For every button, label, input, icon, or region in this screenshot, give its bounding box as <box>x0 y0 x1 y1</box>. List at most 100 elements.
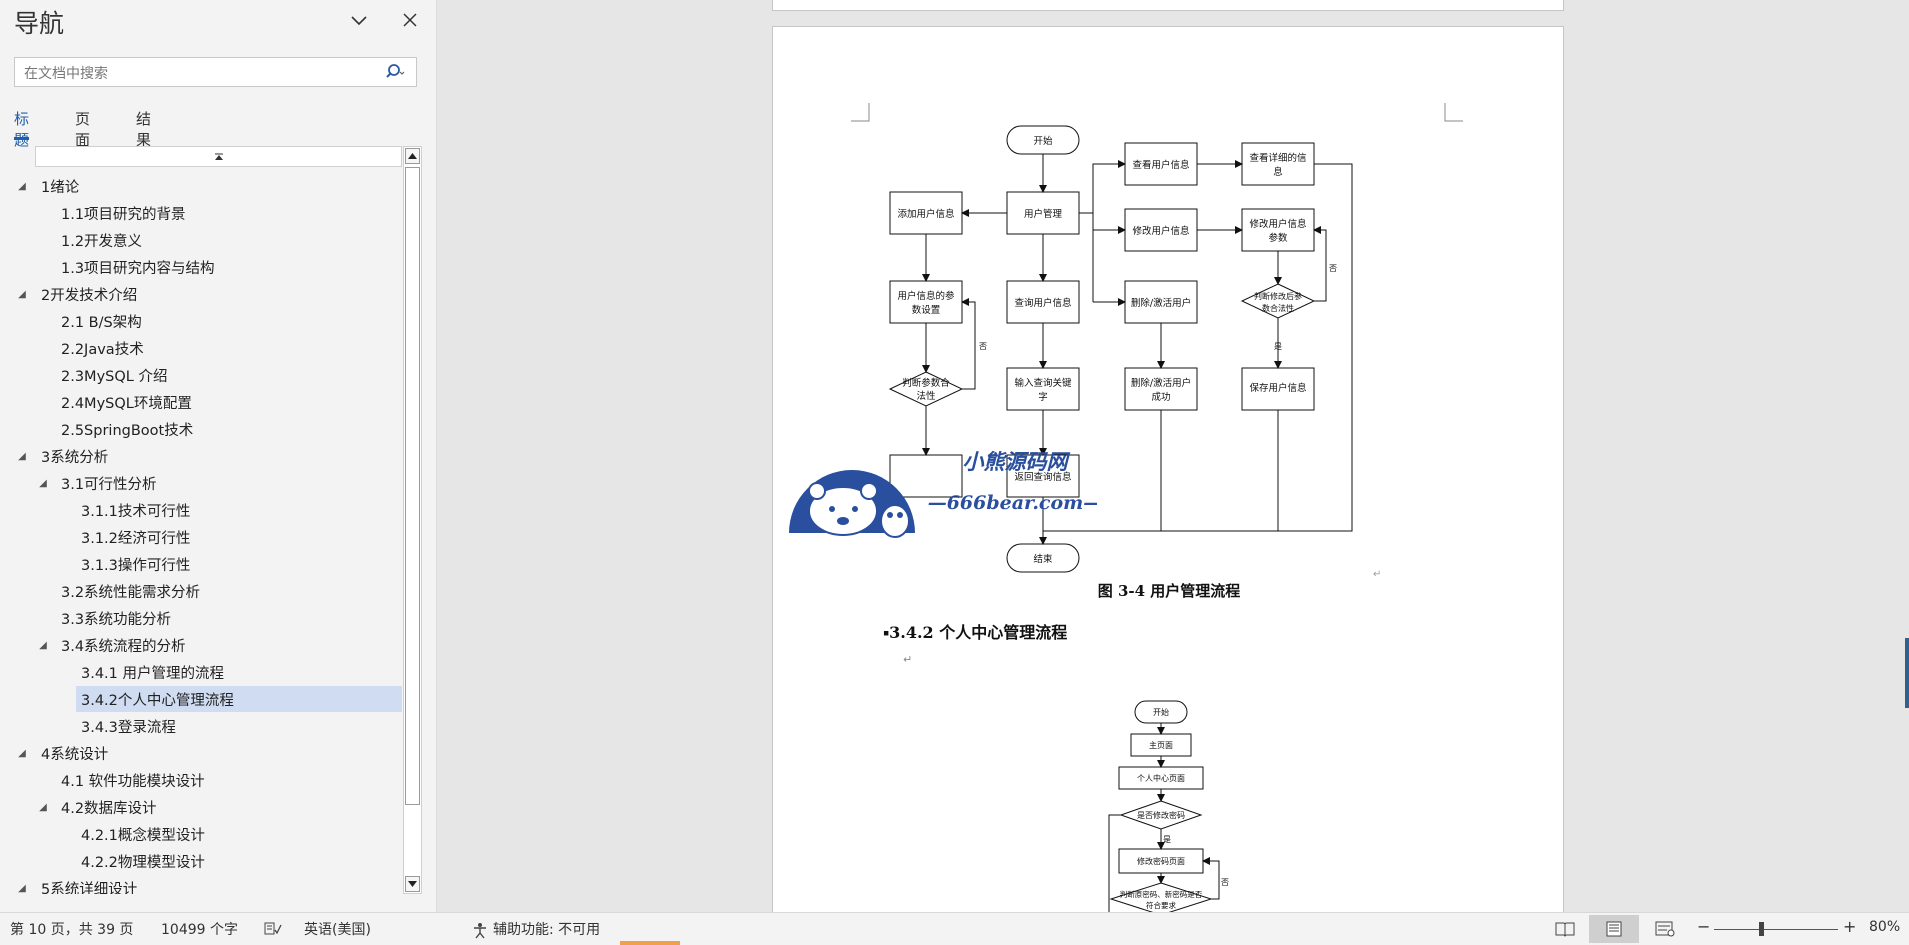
scroll-up-button[interactable] <box>405 148 420 164</box>
tree-item-label: 3.1.3操作可行性 <box>81 557 191 574</box>
flow2-label-yes: 是 <box>1163 835 1171 844</box>
tab-results[interactable]: 结果 <box>136 110 152 149</box>
expand-arrow-icon[interactable]: ◢ <box>39 477 47 489</box>
tree-item[interactable]: 3.1.3操作可行性 <box>14 551 402 577</box>
section-heading: ▪3.4.2 个人中心管理流程 <box>883 623 1068 642</box>
document-page[interactable]: 开始 用户管理 查询用户信息 输入查询关键 字 返回查询信息 添加用户信息 用户… <box>772 26 1564 912</box>
close-icon <box>403 13 417 27</box>
expand-arrow-icon[interactable]: ◢ <box>18 180 26 192</box>
print-layout-button[interactable] <box>1589 915 1639 943</box>
tree-item[interactable]: 3.1.1技术可行性 <box>14 497 402 523</box>
expand-arrow-icon[interactable]: ◢ <box>39 639 47 651</box>
flow2-node-start: 开始 <box>1153 707 1169 717</box>
tree-item-label: 4系统设计 <box>41 746 109 763</box>
side-panel-tab[interactable] <box>1905 638 1909 708</box>
tree-item[interactable]: ◢ 3系统分析 <box>14 443 402 469</box>
figure-caption: 图 3-4 用户管理流程 <box>1097 582 1241 600</box>
tab-headings[interactable]: 标题 <box>14 110 30 149</box>
flow-node-save-user: 保存用户信息 <box>1249 382 1306 394</box>
expand-arrow-icon[interactable]: ◢ <box>39 801 47 813</box>
tree-item[interactable]: ◢2开发技术介绍 <box>14 281 402 307</box>
zoom-out-button[interactable]: − <box>1697 917 1711 936</box>
tree-item[interactable]: 1.3项目研究内容与结构 <box>14 254 402 280</box>
zoom-slider[interactable] <box>1714 929 1838 930</box>
tree-item[interactable]: 2.3MySQL 介绍 <box>14 362 402 388</box>
tree-item[interactable]: 2.5SpringBoot技术 <box>14 416 402 442</box>
tree-item[interactable]: ◢3.4系统流程的分析 <box>14 632 402 658</box>
tree-item[interactable]: 3.2系统性能需求分析 <box>14 578 402 604</box>
document-area[interactable]: 开始 用户管理 查询用户信息 输入查询关键 字 返回查询信息 添加用户信息 用户… <box>438 0 1909 912</box>
scroll-thumb[interactable] <box>405 167 420 805</box>
flow-node-start: 开始 <box>1033 135 1053 147</box>
zoom-level[interactable]: 80% <box>1869 919 1901 935</box>
chevron-down-icon <box>351 16 367 26</box>
flow-node-view-user: 查看用户信息 <box>1132 159 1189 171</box>
proofing-icon[interactable] <box>264 921 282 937</box>
tree-item[interactable]: 1.1项目研究的背景 <box>14 200 402 226</box>
tab-pages[interactable]: 页面 <box>75 110 91 149</box>
tree-item-label: 4.2.1概念模型设计 <box>81 827 205 844</box>
tree-item-label: 3.1.1技术可行性 <box>81 503 191 520</box>
tree-item[interactable]: 3.3系统功能分析 <box>14 605 402 631</box>
scroll-down-button[interactable] <box>405 876 420 892</box>
flow-node-param-set-2: 数设置 <box>912 304 941 316</box>
tree-item[interactable]: 2.1 B/S架构 <box>14 308 402 334</box>
search-placeholder: 在文档中搜索 <box>24 66 108 82</box>
nav-close-button[interactable] <box>396 6 424 34</box>
flow2-node-judge-pwd: 判断原密码、新密码是否 <box>1120 889 1203 899</box>
zoom-slider-thumb[interactable] <box>1759 922 1764 936</box>
tree-item[interactable]: 2.2Java技术 <box>14 335 402 361</box>
expand-arrow-icon[interactable]: ◢ <box>18 882 26 894</box>
tree-item[interactable]: 3.4.2个人中心管理流程 <box>76 686 402 712</box>
previous-page <box>772 0 1564 11</box>
tree-item[interactable]: 4.2.1概念模型设计 <box>14 821 402 847</box>
flow-node-judge-param: 判断参数合 <box>902 377 950 389</box>
flow-node-modify-user: 修改用户信息 <box>1132 225 1189 237</box>
tree-item[interactable]: 4.2.2物理模型设计 <box>14 848 402 874</box>
print-layout-icon <box>1606 921 1622 937</box>
flow-node-param-set: 用户信息的参 <box>897 290 955 302</box>
collapse-up-icon <box>214 153 223 160</box>
expand-arrow-icon[interactable]: ◢ <box>18 288 26 300</box>
expand-arrow-icon[interactable]: ◢ <box>18 747 26 759</box>
tree-item[interactable]: 3.4.3登录流程 <box>14 713 402 739</box>
search-icon[interactable] <box>384 62 406 82</box>
language[interactable]: 英语(美国) <box>304 922 371 938</box>
nav-search-input[interactable]: 在文档中搜索 <box>14 57 417 87</box>
status-bar: 第 10 页，共 39 页 10499 个字 英语(美国) 辅助功能: 不可用 … <box>0 912 1909 945</box>
tree-item-label: 3系统分析 <box>41 449 109 466</box>
tree-item[interactable]: ◢3.1可行性分析 <box>14 470 402 496</box>
tree-item[interactable]: ◢4.2数据库设计 <box>14 794 402 820</box>
nav-options-button[interactable] <box>345 6 373 34</box>
web-layout-icon[interactable] <box>1655 921 1675 937</box>
expand-arrow-icon[interactable]: ◢ <box>18 450 26 462</box>
tree-item-label: 3.4.1 用户管理的流程 <box>81 665 225 682</box>
accessibility-status[interactable]: 辅助功能: 不可用 <box>493 922 601 938</box>
nav-title: 导航 <box>14 9 65 38</box>
page-count[interactable]: 第 10 页，共 39 页 <box>10 922 134 938</box>
nav-scrollbar[interactable] <box>403 146 422 894</box>
tree-item[interactable]: ◢ 4系统设计 <box>14 740 402 766</box>
tree-item[interactable]: 4.1 软件功能模块设计 <box>14 767 402 793</box>
tree-item-label: 3.3系统功能分析 <box>61 611 172 628</box>
tree-item[interactable]: 2.4MySQL环境配置 <box>14 389 402 415</box>
tree-item[interactable]: ◢1绪论 <box>14 173 402 199</box>
tree-item[interactable]: 1.2开发意义 <box>14 227 402 253</box>
tree-item-label: 2.1 B/S架构 <box>61 314 142 331</box>
zoom-in-button[interactable]: + <box>1843 917 1857 936</box>
read-mode-icon[interactable] <box>1555 921 1575 937</box>
user-management-flowchart: 开始 用户管理 查询用户信息 输入查询关键 字 返回查询信息 添加用户信息 用户… <box>851 103 1463 580</box>
tree-item-label: 3.2系统性能需求分析 <box>61 584 201 601</box>
scroll-to-top-button[interactable] <box>35 146 402 167</box>
tree-item[interactable]: 3.4.1 用户管理的流程 <box>14 659 402 685</box>
flow-node-input-kw-2: 字 <box>1038 391 1048 403</box>
taskbar-indicator <box>620 941 680 945</box>
tree-item[interactable]: ◢5系统详细设计 <box>14 875 402 895</box>
tree-item-label: 1.2开发意义 <box>61 233 143 250</box>
word-count[interactable]: 10499 个字 <box>161 922 238 938</box>
accessibility-icon[interactable] <box>472 921 490 939</box>
tree-item[interactable]: 3.1.2经济可行性 <box>14 524 402 550</box>
